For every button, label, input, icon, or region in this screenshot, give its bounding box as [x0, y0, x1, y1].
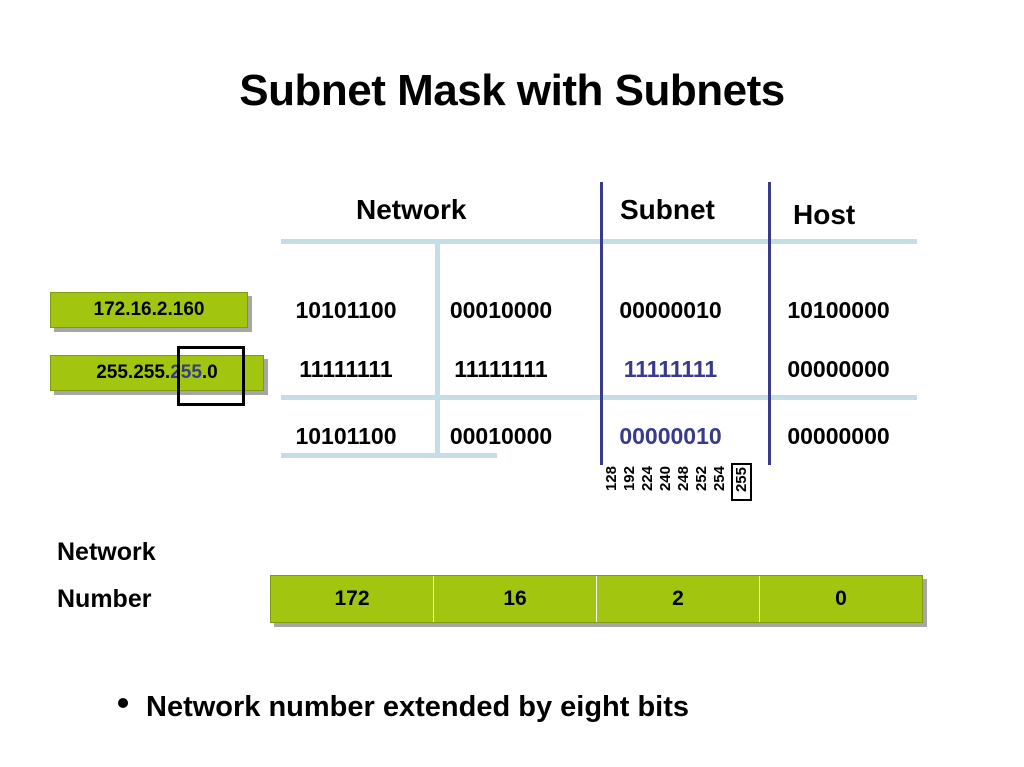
binary-row-address: 10101100 00010000 00000010 10100000 — [281, 297, 921, 327]
binary-octet-3: 00000010 — [619, 297, 722, 323]
bullet-dot-icon — [118, 698, 128, 709]
mask-suffix: .0 — [201, 362, 218, 383]
divider-bottom — [281, 453, 497, 458]
divider-vertical-subnet-left — [600, 253, 603, 465]
binary-octet-2: 11111111 — [454, 356, 548, 382]
tick-value: 252 — [693, 466, 710, 492]
network-number-octet-2: 16 — [434, 576, 597, 622]
network-number-octet-3: 2 — [597, 576, 760, 622]
tick-value: 128 — [603, 466, 620, 492]
column-header-network: Network — [356, 194, 467, 225]
divider-vertical-network-octets — [435, 244, 440, 454]
binary-octet-4: 00000000 — [787, 356, 890, 382]
callout-subnet-mask: 255.255.255.0 — [50, 355, 264, 391]
tick-value: 254 — [711, 466, 728, 492]
column-header-host: Host — [793, 199, 856, 230]
binary-octet-4: 00000000 — [787, 423, 890, 449]
binary-octet-1: 10101100 — [295, 297, 397, 323]
tick-value: 240 — [657, 466, 674, 492]
mask-prefix: 255.255. — [96, 362, 171, 383]
network-number-label-line2: Number — [57, 585, 152, 613]
mask-octet-highlight-box — [177, 346, 245, 406]
divider-vertical-subnet-right-top — [768, 182, 771, 254]
divider-top — [281, 239, 917, 244]
binary-row-mask: 11111111 11111111 11111111 00000000 — [281, 356, 921, 386]
divider-vertical-subnet-left-top — [600, 182, 603, 254]
bullet-text: Network number extended by eight bits — [146, 691, 690, 723]
page-title: Subnet Mask with Subnets — [239, 66, 785, 115]
divider-vertical-subnet-right — [768, 253, 771, 465]
tick-value: 248 — [675, 466, 692, 492]
tick-value: 224 — [639, 466, 656, 492]
column-header-subnet: Subnet — [620, 194, 715, 225]
binary-octet-1: 10101100 — [295, 423, 397, 449]
network-number-label-line1: Network — [57, 538, 156, 566]
subnet-tick-values: 128 192 224 240 248 252 254 255 — [603, 463, 752, 502]
binary-octet-3: 11111111 — [623, 356, 718, 382]
binary-row-result: 10101100 00010000 00000010 00000000 — [281, 423, 921, 453]
callout-ip-address: 172.16.2.160 — [50, 292, 248, 328]
binary-octet-2: 00010000 — [449, 297, 553, 323]
network-number-strip: 172 16 2 0 — [270, 575, 923, 623]
network-number-octet-4: 0 — [835, 587, 847, 610]
network-number-octet-1: 172 — [271, 576, 434, 622]
binary-octet-2: 00010000 — [449, 423, 553, 449]
binary-octet-4: 10100000 — [787, 297, 890, 323]
tick-value-255: 255 — [733, 467, 750, 493]
bullet-line: Network number extended by eight bits — [118, 691, 689, 724]
binary-octet-1: 11111111 — [299, 356, 393, 382]
divider-middle — [281, 395, 917, 400]
tick-value-highlight-box: 255 — [731, 463, 752, 502]
tick-value: 192 — [621, 466, 638, 492]
binary-octet-3: 00000010 — [619, 423, 722, 449]
